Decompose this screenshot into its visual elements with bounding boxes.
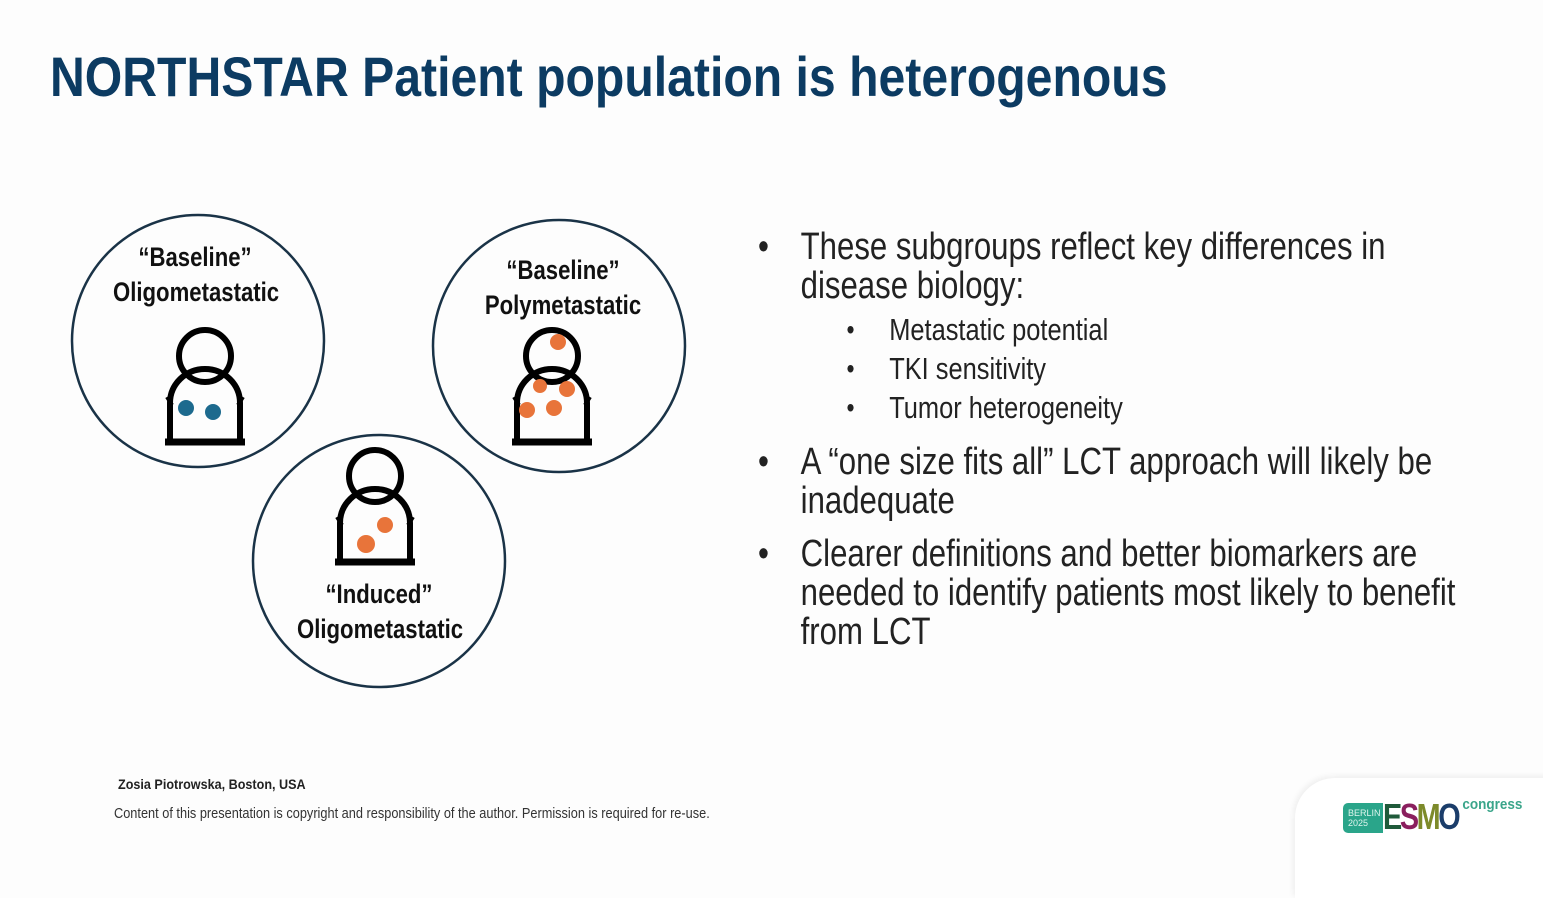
bullet-icon: • (758, 533, 769, 575)
person-icon (512, 330, 592, 442)
group-label-line: “Baseline” (138, 242, 252, 272)
bullet-item: • These subgroups reflect key differences… (758, 228, 1496, 306)
metastasis-dot (546, 400, 562, 416)
group-label-line: “Baseline” (506, 255, 620, 285)
circle-induced-oligo (251, 433, 507, 689)
logo-city: BERLIN (1348, 808, 1381, 818)
author-credit: Zosia Piotrowska, Boston, USA (118, 776, 306, 792)
metastasis-dot (519, 402, 535, 418)
logo-year: 2025 (1348, 818, 1369, 828)
slide-title: NORTHSTAR Patient population is heteroge… (50, 45, 1168, 108)
logo-wordmark: ESMO (1383, 796, 1461, 837)
bullet-text: Tumor heterogeneity (889, 390, 1123, 425)
group-label-line: Oligometastatic (297, 614, 464, 644)
person-icon (165, 330, 245, 442)
metastasis-dot (377, 517, 393, 533)
metastasis-dot (205, 404, 221, 420)
group-label-induced-oligo: “Induced” Oligometastatic (297, 577, 464, 647)
metastasis-dot (533, 379, 547, 393)
bullet-icon: • (758, 226, 769, 268)
sub-bullet-item: • Tumor heterogeneity (758, 388, 1496, 427)
bullet-icon: • (846, 392, 855, 423)
bullet-list: • These subgroups reflect key differences… (758, 228, 1496, 666)
bullet-icon: • (846, 353, 855, 384)
logo-suffix: congress (1462, 796, 1523, 813)
metastasis-dot (559, 381, 575, 397)
metastasis-dot (357, 535, 375, 553)
bullet-text: These subgroups reflect key differences … (800, 226, 1386, 307)
circle-baseline-poly (431, 218, 687, 474)
bullet-text: Metastatic potential (889, 312, 1109, 347)
group-label-line: Oligometastatic (113, 277, 280, 307)
bullet-text: TKI sensitivity (889, 351, 1046, 386)
group-label-line: Polymetastatic (484, 290, 642, 320)
bullet-icon: • (758, 441, 769, 483)
subgroup-diagram (70, 213, 687, 689)
sub-bullet-item: • TKI sensitivity (758, 349, 1496, 388)
person-icon (335, 450, 415, 562)
group-label-line: “Induced” (325, 579, 433, 609)
sub-bullet-item: • Metastatic potential (758, 310, 1496, 349)
bullet-text: Clearer definitions and better biomarker… (800, 533, 1456, 653)
metastasis-dot (178, 400, 194, 416)
circle-baseline-oligo (70, 213, 326, 469)
bullet-text: A “one size fits all” LCT approach will … (800, 441, 1433, 522)
bullet-icon: • (846, 314, 855, 345)
sub-bullet-list: • Metastatic potential • TKI sensitivity •… (758, 310, 1496, 427)
bullet-item: • A “one size fits all” LCT approach will… (758, 443, 1448, 521)
copyright-notice: Content of this presentation is copyrigh… (114, 806, 710, 822)
group-label-baseline-poly: “Baseline” Polymetastatic (481, 253, 645, 323)
group-label-baseline-oligo: “Baseline” Oligometastatic (113, 240, 280, 310)
bullet-item: • Clearer definitions and better biomarke… (758, 535, 1522, 652)
metastasis-dot (550, 334, 566, 350)
